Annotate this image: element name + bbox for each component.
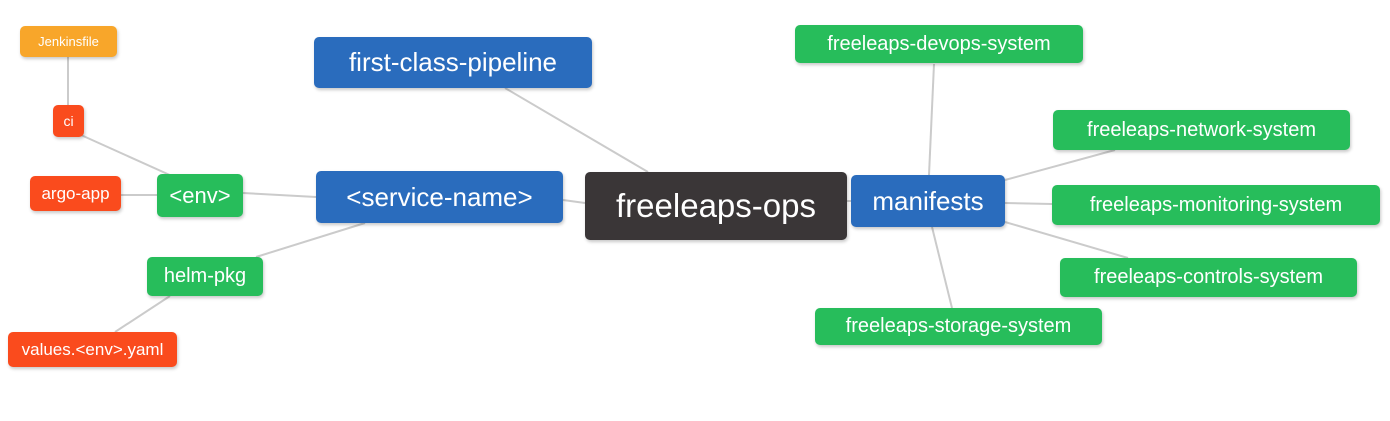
node-label: ci (63, 113, 74, 129)
node-helm-pkg[interactable]: helm-pkg (147, 257, 263, 296)
edge-helm-pkg-to-values-env-yaml (114, 295, 171, 333)
node-label: values.<env>.yaml (21, 339, 164, 359)
node-env[interactable]: <env> (157, 174, 243, 217)
node-freeleaps-devops-system[interactable]: freeleaps-devops-system (795, 25, 1083, 63)
node-label: freeleaps-network-system (1087, 118, 1316, 141)
edge-manifests-to-freeleaps-network-system (1004, 149, 1116, 181)
node-label: freeleaps-devops-system (827, 32, 1051, 55)
node-label: freeleaps-storage-system (845, 315, 1072, 337)
edge-service-name-to-helm-pkg (255, 222, 366, 258)
node-values-env-yaml[interactable]: values.<env>.yaml (8, 332, 177, 367)
node-label: manifests (872, 185, 984, 216)
node-freeleaps-storage-system[interactable]: freeleaps-storage-system (815, 308, 1102, 345)
node-label: freeleaps-controls-system (1094, 266, 1323, 288)
node-label: Jenkinsfile (38, 34, 99, 49)
edge-service-name-to-freeleaps-ops (562, 199, 586, 204)
node-service-name[interactable]: <service-name> (316, 171, 563, 223)
node-label: <env> (169, 182, 231, 208)
edge-manifests-to-freeleaps-devops-system (928, 63, 935, 176)
node-manifests[interactable]: manifests (851, 175, 1005, 227)
node-label: argo-app (41, 183, 110, 203)
node-label: freeleaps-ops (616, 187, 816, 224)
node-freeleaps-controls-system[interactable]: freeleaps-controls-system (1060, 258, 1357, 297)
node-freeleaps-network-system[interactable]: freeleaps-network-system (1053, 110, 1350, 150)
node-label: freeleaps-monitoring-system (1089, 193, 1343, 216)
node-freeleaps-monitoring-system[interactable]: freeleaps-monitoring-system (1052, 185, 1380, 225)
edge-manifests-to-freeleaps-storage-system (931, 226, 953, 309)
edge-ci-to-env (80, 134, 173, 177)
node-argo-app[interactable]: argo-app (30, 176, 121, 211)
node-label: helm-pkg (163, 265, 247, 287)
node-first-class-pipeline[interactable]: first-class-pipeline (314, 37, 592, 88)
edge-first-class-pipeline-to-freeleaps-ops (504, 87, 649, 173)
node-ci[interactable]: ci (53, 105, 84, 137)
node-freeleaps-ops[interactable]: freeleaps-ops (585, 172, 847, 240)
node-jenkinsfile[interactable]: Jenkinsfile (20, 26, 117, 57)
edge-env-to-service-name (242, 192, 317, 198)
node-label: <service-name> (346, 181, 533, 212)
edge-manifests-to-freeleaps-controls-system (1004, 221, 1129, 259)
node-label: first-class-pipeline (348, 47, 558, 77)
edge-manifests-to-freeleaps-monitoring-system (1004, 202, 1053, 205)
